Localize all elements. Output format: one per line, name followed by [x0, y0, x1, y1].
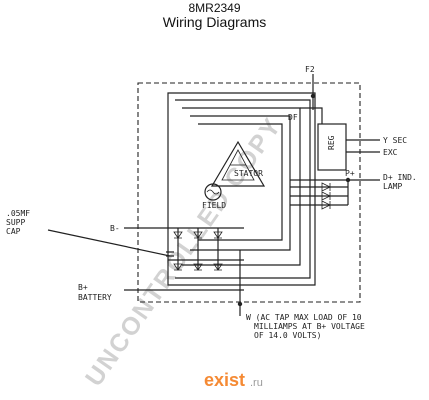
rectifier-bridge: [168, 227, 244, 271]
circuit-frame-5: [198, 123, 283, 241]
w-note-1: W (AC TAP MAX LOAD OF 10: [246, 313, 362, 322]
cap-label-1: .05MF: [6, 209, 30, 218]
svg-text:.ru: .ru: [250, 377, 263, 389]
df-label: DF: [288, 113, 298, 122]
w-tap-junction: [237, 301, 243, 307]
b-minus-label: B-: [110, 224, 120, 233]
svg-text:exist: exist: [204, 370, 245, 390]
diagram-title: Wiring Diagrams: [162, 14, 267, 30]
cap-leader: [47, 229, 171, 257]
stator-label: STATOR: [234, 169, 263, 178]
exc-label: EXC: [383, 148, 398, 157]
y-sec-label: Y SEC: [383, 136, 407, 145]
regulator-label: REG: [327, 135, 336, 150]
exist-logo: exist .ru: [204, 370, 263, 390]
diode-trio: [290, 180, 349, 210]
circuit-frame-outer: [167, 92, 316, 286]
cap-symbol: [166, 251, 174, 257]
cap-label-3: CAP: [6, 227, 21, 236]
f2-label: F2: [305, 65, 315, 74]
battery-label: BATTERY: [78, 293, 112, 302]
alternator-housing: [137, 82, 361, 303]
cap-label-2: SUPP: [6, 218, 25, 227]
w-note-2: MILLIAMPS AT B+ VOLTAGE: [254, 322, 365, 331]
lamp-label: LAMP: [383, 182, 402, 191]
field-coil-winding: [206, 189, 220, 195]
circuit-frame-2: [175, 99, 311, 279]
f2-junction: [310, 93, 316, 99]
p-plus-label: P+: [345, 169, 355, 178]
part-number: 8MR2349: [188, 1, 241, 15]
regulator-box: [317, 123, 347, 171]
stator-symbol: [210, 140, 266, 187]
b-plus-label: B+: [78, 283, 88, 292]
field-label: FIELD: [202, 201, 226, 210]
field-coil: [204, 183, 222, 201]
watermark: UNCONTROLLED COPY: [80, 112, 287, 391]
w-note-3: OF 14.0 VOLTS): [254, 331, 321, 340]
d-plus-label: D+ IND.: [383, 173, 417, 182]
df-wire: [300, 107, 323, 124]
